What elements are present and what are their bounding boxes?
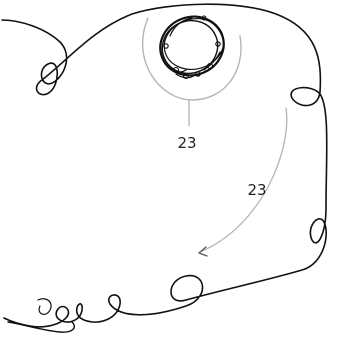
tail-stroke (38, 299, 51, 315)
callout-arc (143, 18, 241, 100)
arrow-label: 23 (247, 181, 266, 199)
arrowhead-icon (199, 247, 207, 256)
scribble-knot (152, 8, 232, 84)
callout-label: 23 (177, 134, 196, 152)
direction-arrow (200, 108, 287, 252)
